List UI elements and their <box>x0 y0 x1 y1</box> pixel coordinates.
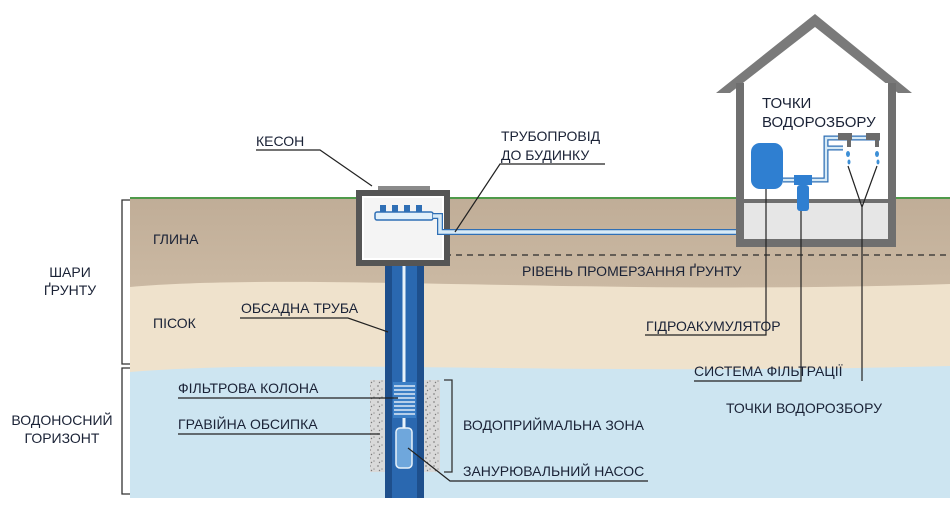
labels: ШАРИ ҐРУНТУ ВОДОНОСНИЙ ГОРИЗОНТ ГЛИНА ПІ… <box>11 95 882 479</box>
sand-layer <box>130 277 950 372</box>
soil-bracket <box>121 199 130 365</box>
well <box>370 225 440 498</box>
caisson-leader <box>256 149 373 187</box>
intake-zone-label: ВОДОПРИЙМАЛЬНА ЗОНА <box>463 416 645 433</box>
house-points-label-1: ТОЧКИ <box>762 95 811 112</box>
pump-leader <box>407 447 648 482</box>
filtration-leader <box>694 211 802 382</box>
faucets <box>838 133 880 147</box>
house <box>716 14 912 247</box>
filtration-label: СИСТЕМА ФІЛЬТРАЦІЇ <box>694 363 843 379</box>
caisson-valves <box>380 205 422 212</box>
filter-slots <box>394 385 415 415</box>
aquifer-layer <box>130 362 950 498</box>
soil-group-label-1: ШАРИ <box>49 264 91 280</box>
caisson <box>356 186 450 266</box>
filter-column-label: ФІЛЬТРОВА КОЛОНА <box>178 380 319 396</box>
water-points-leader <box>847 165 878 381</box>
side-brackets <box>121 199 130 495</box>
casing-leader <box>240 317 389 333</box>
faucet-2 <box>866 133 880 140</box>
submersible-pump <box>395 427 413 469</box>
casing-label: ОБСАДНА ТРУБА <box>241 300 359 316</box>
sand-label: ПІСОК <box>153 315 197 331</box>
caisson-label: КЕСОН <box>256 133 304 149</box>
soil-group-label-2: ҐРУНТУ <box>44 282 96 298</box>
accumulator-label: ГІДРОАКУМУЛЯТОР <box>646 318 781 334</box>
filter-screen <box>393 382 416 418</box>
pipeline-leader <box>454 163 605 233</box>
filter-column <box>393 382 416 418</box>
filter-housing <box>794 175 812 185</box>
faucet-1 <box>838 133 852 140</box>
intake-zone-bracket <box>444 379 453 473</box>
water-drops <box>846 151 880 165</box>
house-roof <box>716 14 912 93</box>
filter-cartridge <box>797 185 809 211</box>
gravel-label: ГРАВІЙНА ОБСИПКА <box>178 415 318 432</box>
water-points-label: ТОЧКИ ВОДОРОЗБОРУ <box>726 400 882 416</box>
hydro-accumulator-tank <box>751 143 783 189</box>
pipeline-label-2: ДО БУДИНКУ <box>501 147 589 163</box>
aquifer-group-label-2: ГОРИЗОНТ <box>25 430 100 446</box>
accumulator-leader <box>645 189 767 336</box>
clay-label: ГЛИНА <box>153 231 199 247</box>
caisson-interior <box>364 198 442 258</box>
caisson-manifold <box>374 211 434 221</box>
aquifer-bracket <box>121 367 130 495</box>
frost-line-label: РІВЕНЬ ПРОМЕРЗАННЯ ҐРУНТУ <box>522 263 742 279</box>
pipeline-label-1: ТРУБОПРОВІД <box>501 128 601 144</box>
pump-label: ЗАНУРЮВАЛЬНИЙ НАСОС <box>463 462 644 479</box>
aquifer-group-label-1: ВОДОНОСНИЙ <box>11 411 112 428</box>
leader-lines <box>178 149 878 482</box>
house-points-label-2: ВОДОРОЗБОРУ <box>762 114 876 131</box>
house-basement <box>744 203 888 239</box>
